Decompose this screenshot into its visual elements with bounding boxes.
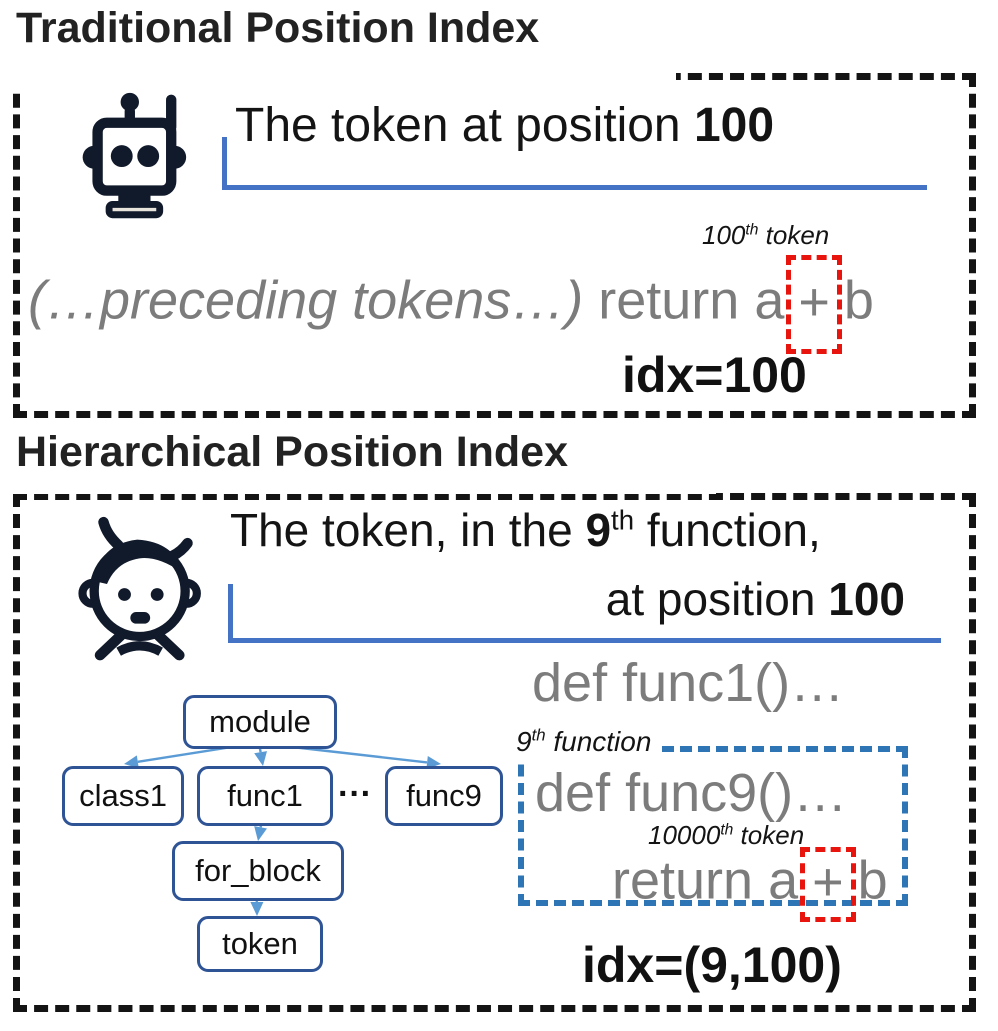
tree-node-for-block: for_block (172, 841, 344, 901)
plus-token-2: + (812, 852, 844, 912)
tree-node-module: module (183, 695, 337, 749)
hierarchical-title: Hierarchical Position Index (0, 424, 716, 494)
traditional-code-line: (…preceding tokens…) return a+b (28, 255, 874, 354)
tree-ellipsis: ··· (338, 775, 372, 813)
speech-emph: 100 (693, 99, 775, 152)
hierarchical-speech-line1: The token, in the 9th function, (230, 504, 821, 556)
robot-icon (70, 88, 208, 238)
speech-text: The token at position (235, 99, 694, 152)
arrowhead-token (250, 902, 264, 916)
code-def-func9: def func9()… (535, 763, 848, 823)
ten-thousandth-token-annotation: 10000th token (648, 820, 805, 850)
token-position-annotation: 100th token (702, 220, 830, 250)
code-def-func1: def func1()… (532, 653, 845, 713)
highlighted-token-box: + (786, 255, 842, 354)
highlighted-token-box-2: + (800, 847, 856, 922)
traditional-speech: The token at position 100 (235, 98, 774, 153)
code-return-line: return a+b (612, 847, 888, 922)
tree-node-func1: func1 (197, 766, 333, 826)
hierarchical-speech-line2: at position 100 (605, 573, 905, 625)
traditional-title: Traditional Position Index (0, 0, 676, 90)
preceding-tokens-text: (…preceding tokens…) (28, 270, 584, 331)
hierarchical-panel-frame (13, 493, 976, 1012)
ninth-function-annotation: 9th function (510, 726, 662, 762)
ninth-function-highlight-box (518, 746, 908, 906)
traditional-index-label: idx=100 (622, 347, 807, 403)
plus-token: + (798, 272, 830, 332)
arrowhead-class1 (124, 755, 139, 769)
tree-node-func9: func9 (385, 766, 503, 826)
speech-underline-bracket-2 (228, 584, 941, 643)
child-icon (72, 505, 212, 663)
tree-node-class1: class1 (62, 766, 184, 826)
arrowhead-func1 (254, 751, 267, 766)
tree-node-token: token (197, 916, 323, 972)
speech-underline-bracket (222, 137, 927, 190)
hierarchical-index-label: idx=(9,100) (582, 937, 842, 993)
arrowhead-for-block (254, 826, 267, 841)
arrowhead-func9 (426, 756, 441, 769)
